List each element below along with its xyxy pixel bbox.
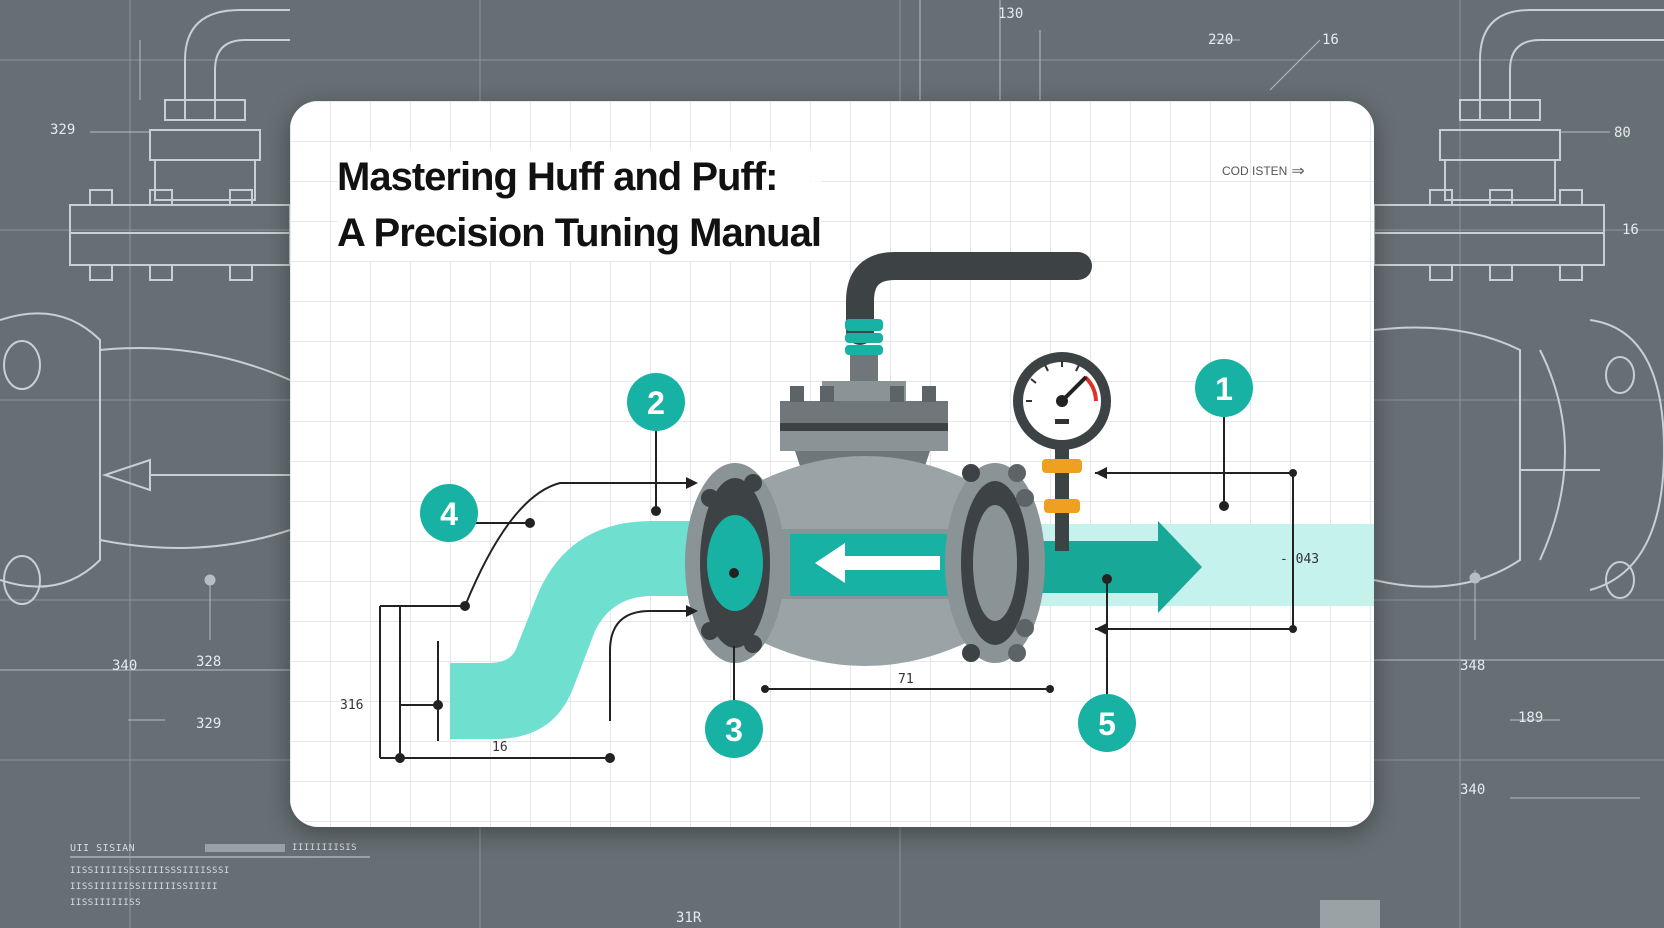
- valve-body: [685, 456, 1045, 666]
- page-title: Mastering Huff and Puff: A Precision Tun…: [337, 149, 822, 261]
- bg-label-right-bottom-c: 340: [1460, 782, 1486, 798]
- callout-3[interactable]: 3: [705, 700, 763, 758]
- pressure-gauge: [1013, 352, 1111, 551]
- diagram-card: 316 16 71 - 043 1 2 3 4 5 Mastering Huff…: [290, 101, 1374, 827]
- footer-title-right: IIIIIIIISIS: [292, 843, 358, 853]
- footer-title: UII SISIAN: [70, 843, 136, 854]
- valve-diagram: 316 16 71 - 043 1 2 3 4 5: [340, 252, 1374, 763]
- bg-label-left-bottom-a: 340: [112, 658, 138, 674]
- dim-valve-length: 71: [898, 672, 914, 687]
- valve-stem: [845, 319, 883, 381]
- valve-handle: [846, 252, 1092, 345]
- leader-lines: [379, 409, 1296, 759]
- bg-label-bottom-center: 31R: [676, 910, 702, 926]
- dim-bend-height: 316: [340, 698, 363, 713]
- left-valve-sketch: [0, 9, 291, 605]
- bg-label-right-bottom-a: 348: [1460, 658, 1486, 674]
- callout-1[interactable]: 1: [1195, 359, 1253, 417]
- dim-bend-length: 16: [492, 740, 508, 755]
- callout-5[interactable]: 5: [1078, 694, 1136, 752]
- callout-2-label: 2: [647, 385, 665, 421]
- callout-2[interactable]: 2: [627, 373, 685, 431]
- bg-label-left-bottom-c: 329: [196, 716, 222, 732]
- bg-label-left-bottom-b: 328: [196, 654, 222, 670]
- footer-line-3: IISSIIIIIISS: [70, 898, 142, 908]
- bg-label-right-mid: 16: [1622, 222, 1639, 238]
- flow-arrow-left: [815, 543, 940, 583]
- bg-label-right-top: 80: [1614, 125, 1631, 141]
- callout-4-label: 4: [440, 496, 458, 532]
- right-valve-sketch: [1373, 9, 1664, 599]
- bg-label-left-top: 329: [50, 122, 76, 138]
- dim-outlet-height: - 043: [1280, 552, 1319, 567]
- callout-5-label: 5: [1098, 706, 1116, 742]
- callout-3-label: 3: [725, 712, 743, 748]
- footer-line-1: IISSIIIIISSSIIIISSSIIIISSSI: [70, 866, 230, 876]
- bg-label-right-bottom-b: 189: [1518, 710, 1544, 726]
- bg-label-top-right-b: 16: [1322, 32, 1339, 48]
- inlet-bent-pipe: [450, 521, 735, 739]
- callout-1-label: 1: [1215, 371, 1233, 407]
- bg-label-top-center: 130: [998, 6, 1024, 22]
- arrow-right-icon: ⇒: [1291, 163, 1305, 180]
- corner-tag: COD ISTEN ⇒: [1222, 161, 1305, 181]
- corner-tag-label: COD ISTEN: [1222, 164, 1288, 178]
- title-line-2: A Precision Tuning Manual: [337, 211, 822, 255]
- background-dimension-lines: [0, 0, 1664, 799]
- leader-dots: [395, 467, 1297, 763]
- callout-4[interactable]: 4: [420, 484, 478, 542]
- footer-blocks: [70, 844, 1380, 928]
- bg-label-top-right-a: 220: [1208, 32, 1234, 48]
- title-line-1: Mastering Huff and Puff:: [337, 155, 778, 199]
- footer-line-2: IISSIIIIIISSIIIIIISSIIIII: [70, 882, 218, 892]
